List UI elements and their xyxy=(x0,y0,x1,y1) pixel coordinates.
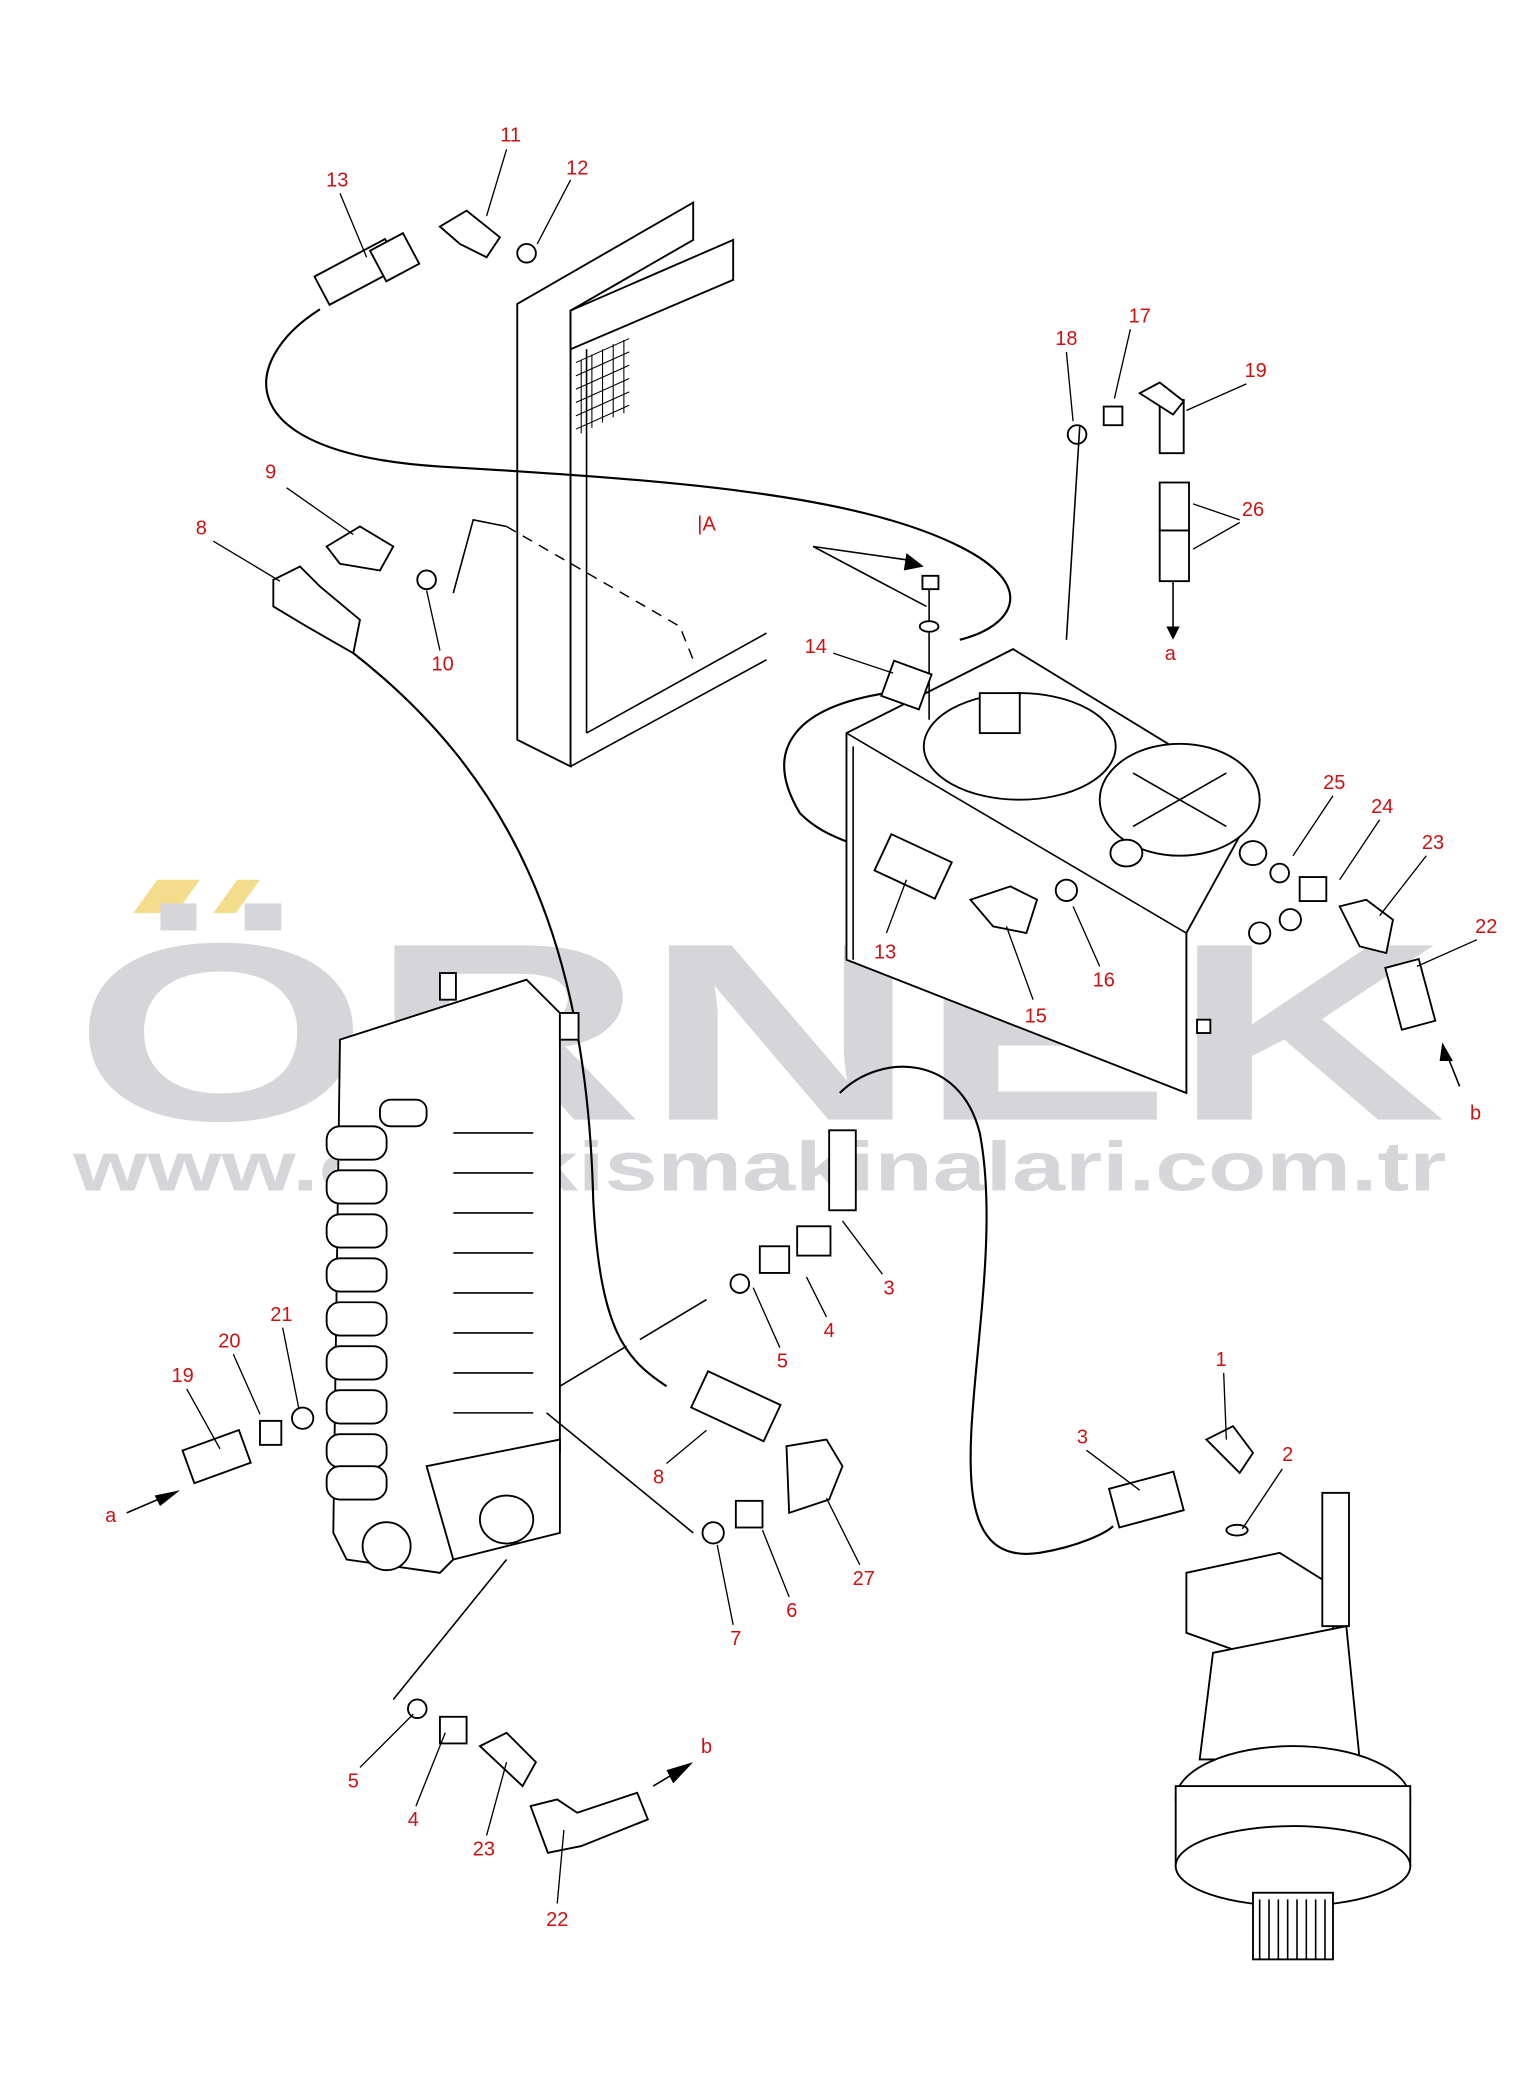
part-label: 24 xyxy=(1371,796,1393,818)
arrow-a-left xyxy=(154,1490,181,1507)
part-labels: 13 11 12 18 17 19 26 a 9 8 10 14 25 24 2… xyxy=(105,124,1497,1931)
fittings xyxy=(272,209,1190,655)
part-label: 1 xyxy=(1215,1349,1226,1371)
tank-fittings xyxy=(873,659,1461,1087)
part-label: 10 xyxy=(431,653,453,675)
swing-motor xyxy=(1107,1425,1412,1961)
control-valve xyxy=(325,972,707,1700)
part-label: 17 xyxy=(1129,306,1151,328)
part-label: 13 xyxy=(326,170,348,192)
part-label: 27 xyxy=(853,1568,875,1590)
part-label: 14 xyxy=(805,636,827,658)
part-label: 19 xyxy=(1245,360,1267,382)
part-label: 20 xyxy=(218,1331,240,1353)
part-label: 23 xyxy=(473,1838,495,1860)
radiator-frame xyxy=(452,200,767,768)
part-label: 5 xyxy=(777,1351,788,1373)
part-label: a xyxy=(1165,643,1177,665)
part-label: 7 xyxy=(730,1628,741,1650)
arrow-b-bottom xyxy=(666,1762,694,1784)
arrow-a-top xyxy=(1166,626,1180,640)
watermark-website: www.ornekismakinalari.com.tr xyxy=(72,1127,1446,1205)
part-label: 15 xyxy=(1025,1005,1047,1027)
part-label: 11 xyxy=(500,124,521,146)
part-label: 19 xyxy=(172,1365,194,1387)
part-label: 4 xyxy=(824,1320,835,1342)
part-label: 22 xyxy=(546,1909,568,1931)
part-label: 25 xyxy=(1323,772,1345,794)
part-label: 6 xyxy=(786,1600,797,1622)
part-label: 12 xyxy=(566,158,588,180)
part-label: 21 xyxy=(270,1304,292,1326)
part-label: 8 xyxy=(653,1467,664,1489)
arrow-hardware xyxy=(903,553,924,571)
watermark-umlaut-right xyxy=(213,879,260,914)
hydraulic-tank xyxy=(812,426,1268,1095)
part-label: 26 xyxy=(1242,499,1264,521)
part-label: 9 xyxy=(265,462,276,484)
part-label: 8 xyxy=(196,517,207,539)
part-label: b xyxy=(1470,1103,1481,1125)
watermark-brand: ÖRNEK xyxy=(73,891,1446,1174)
watermark-umlaut-left xyxy=(133,879,201,914)
part-label: 3 xyxy=(884,1277,895,1299)
part-label: 23 xyxy=(1422,832,1444,854)
part-label: 22 xyxy=(1475,916,1497,938)
part-label: b xyxy=(701,1736,712,1758)
leader-lines xyxy=(186,149,1478,1904)
hose-swing xyxy=(839,1065,1114,1555)
part-label: 13 xyxy=(874,941,896,963)
part-label: 16 xyxy=(1093,969,1115,991)
valve-fittings xyxy=(126,1129,857,1854)
radiator-grille xyxy=(575,338,630,434)
arrow-b-right xyxy=(1439,1042,1453,1061)
part-label: 3 xyxy=(1077,1427,1088,1449)
part-label: 18 xyxy=(1055,328,1077,350)
view-marker-a: |A xyxy=(697,513,716,535)
part-label: 4 xyxy=(408,1809,419,1831)
hose-top-loop xyxy=(265,308,1012,641)
watermark: ÖRNEK www.ornekismakinalari.com.tr xyxy=(72,879,1446,1205)
part-label: a xyxy=(105,1505,117,1527)
hose-long-diagonal xyxy=(352,652,668,1388)
part-label: 5 xyxy=(348,1770,359,1792)
part-label: 2 xyxy=(1282,1444,1293,1466)
